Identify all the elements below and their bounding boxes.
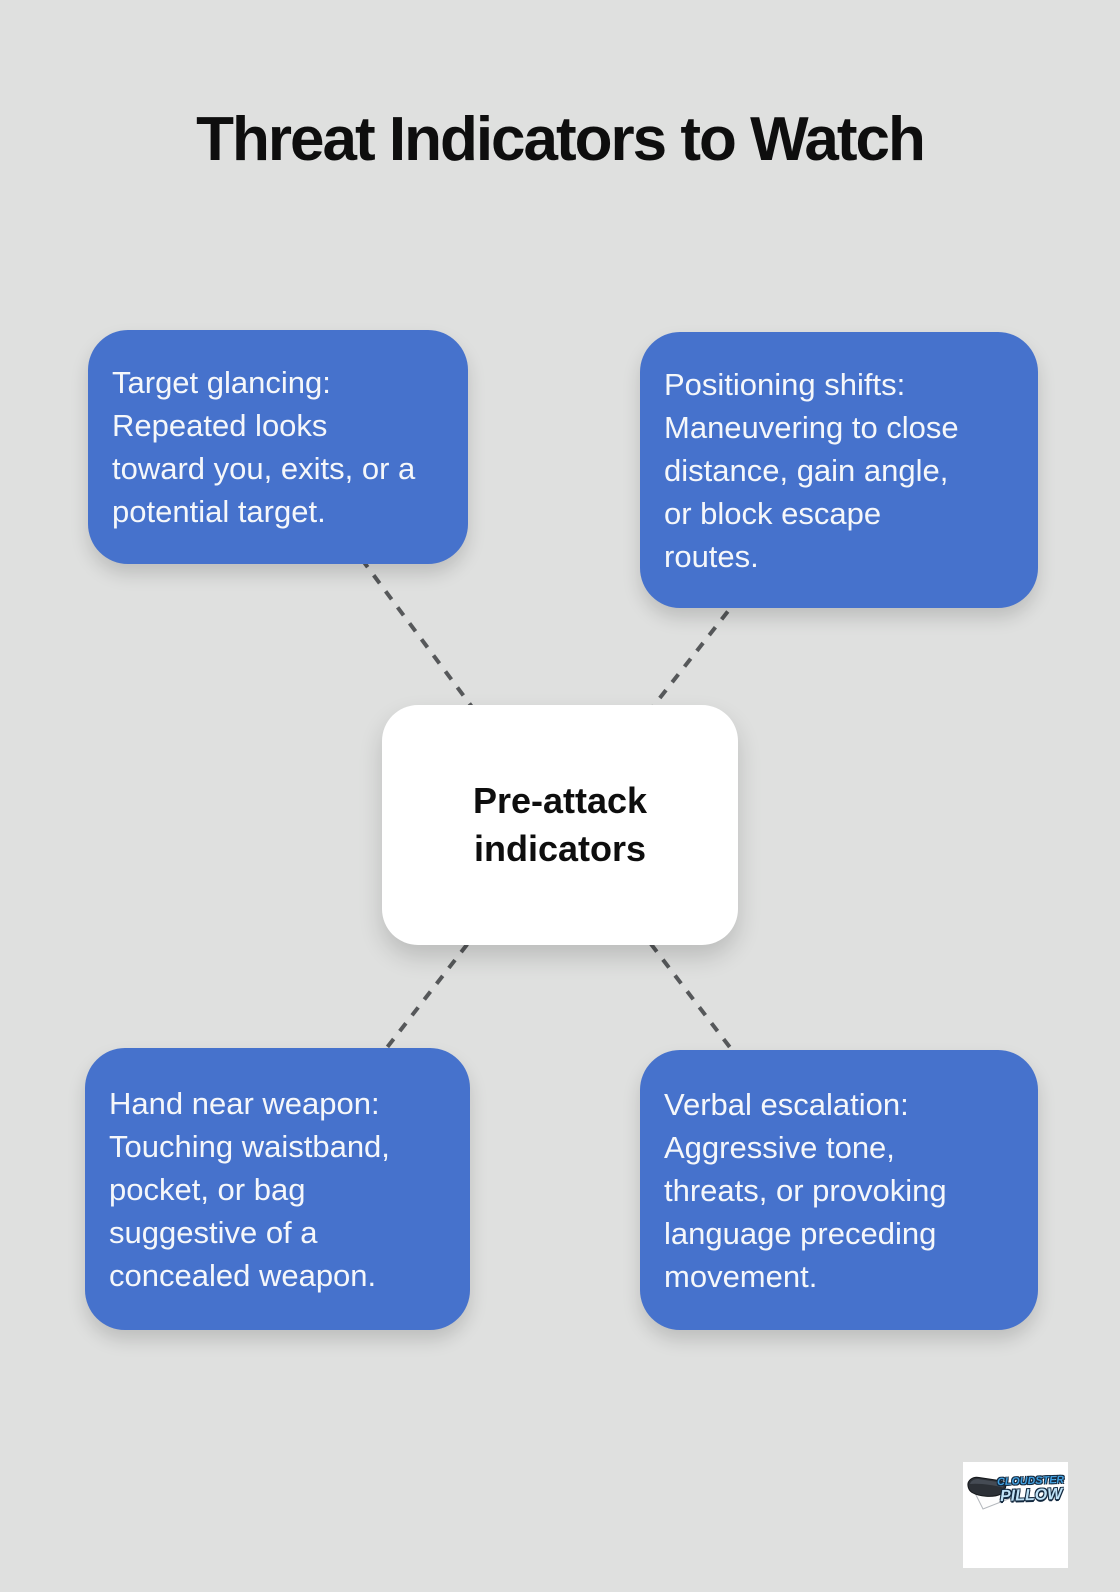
node-positioning-shifts-text: Positioning shifts: Maneuvering to close… xyxy=(664,366,959,574)
brand-logo: CLOUDSTER PILLOW xyxy=(963,1462,1068,1568)
brand-name-line2: PILLOW xyxy=(999,1485,1063,1505)
brand-name: CLOUDSTER PILLOW xyxy=(997,1474,1066,1505)
center-node: Pre-attack indicators xyxy=(382,705,738,945)
center-node-label: Pre-attack indicators xyxy=(472,780,648,869)
page-title: Threat Indicators to Watch xyxy=(196,105,926,174)
pillow-icon xyxy=(967,1476,1012,1510)
node-target-glancing: Target glancing: Repeated looks toward y… xyxy=(88,330,468,564)
connector-top-right-line xyxy=(558,468,841,827)
node-verbal-escalation: Verbal escalation: Aggressive tone, thre… xyxy=(640,1050,1038,1330)
node-hand-near-weapon: Hand near weapon: Touching waistband, po… xyxy=(85,1048,470,1330)
node-hand-near-weapon-text: Hand near weapon: Touching waistband, po… xyxy=(109,1085,390,1293)
node-verbal-escalation-text: Verbal escalation: Aggressive tone, thre… xyxy=(664,1086,947,1294)
node-target-glancing-text: Target glancing: Repeated looks toward y… xyxy=(112,365,416,529)
node-positioning-shifts: Positioning shifts: Maneuvering to close… xyxy=(640,332,1038,608)
